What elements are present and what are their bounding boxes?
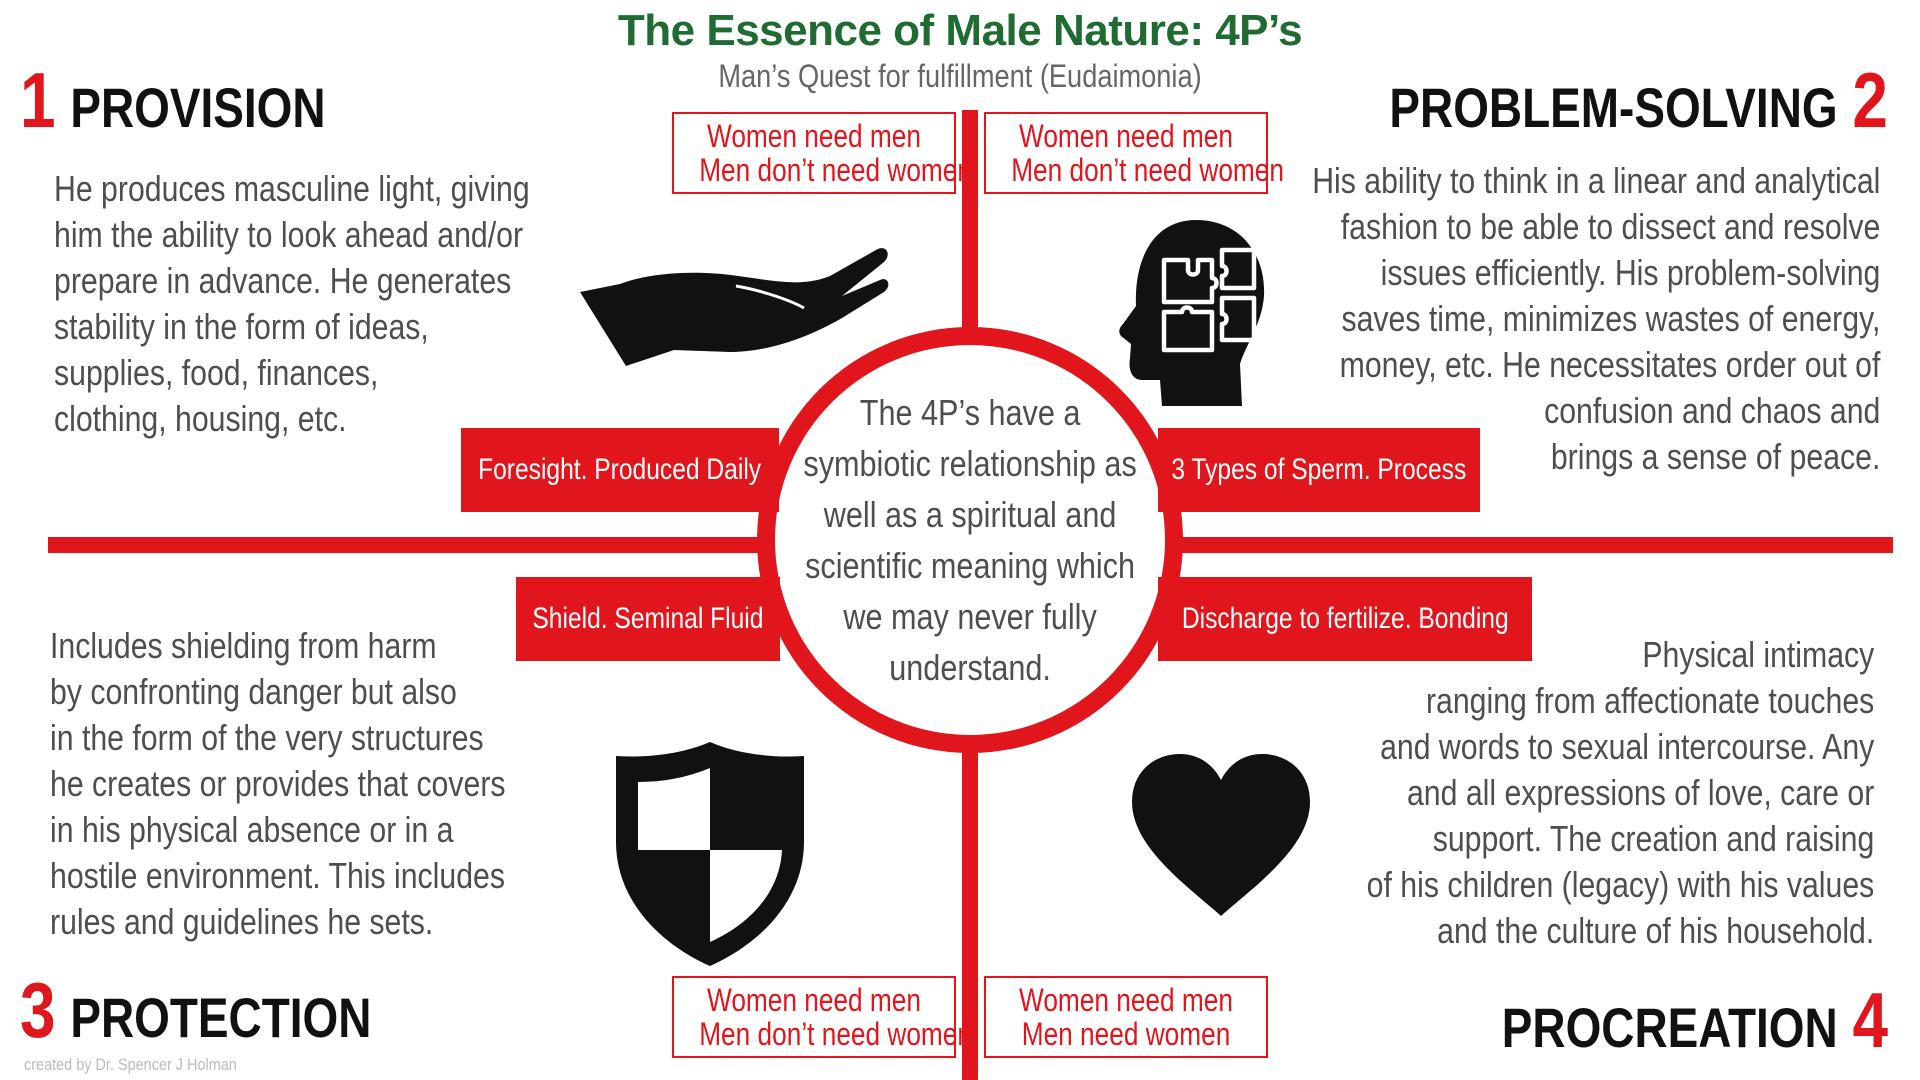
problem-solving-description: His ability to think in a linear and ana… [1311, 160, 1880, 477]
vertical-divider-top [962, 110, 978, 340]
heading-provision: 1 PROVISION [20, 55, 326, 146]
center-line: we may never fully [843, 596, 1097, 637]
center-line: scientific meaning which [805, 545, 1135, 586]
number-3: 3 [20, 966, 56, 1054]
center-circle: The 4P’s have a symbiotic relationship a… [775, 345, 1165, 735]
center-line: understand. [889, 647, 1051, 688]
provision-description: He produces masculine light, giving him … [54, 168, 530, 439]
center-line: well as a spiritual and [823, 494, 1117, 535]
page-subtitle: Man’s Quest for fulfillment (Eudaimonia) [718, 58, 1202, 94]
procreation-label: Discharge to fertilize. Bonding [1158, 577, 1532, 661]
title-procreation: PROCREATION [1501, 996, 1838, 1059]
heart-icon [1130, 752, 1312, 918]
procreation-description: Physical intimacy ranging from affection… [1366, 634, 1874, 951]
center-line: symbiotic relationship as [803, 443, 1137, 484]
hand-icon [580, 240, 890, 370]
provision-label: Foresight. Produced Daily [461, 428, 779, 512]
heading-procreation: PROCREATION 4 [1502, 975, 1888, 1066]
head-puzzle-icon [1118, 218, 1268, 408]
number-1: 1 [20, 56, 56, 144]
title-provision: PROVISION [70, 76, 326, 139]
title-protection: PROTECTION [70, 986, 372, 1049]
number-4: 4 [1852, 976, 1888, 1064]
center-line: The 4P’s have a [859, 392, 1081, 433]
page-title: The Essence of Male Nature: 4P’s [617, 6, 1303, 55]
protection-description: Includes shielding from harm by confront… [50, 625, 506, 942]
number-2: 2 [1852, 56, 1888, 144]
problem-solving-label: 3 Types of Sperm. Process [1158, 428, 1480, 512]
heading-protection: 3 PROTECTION [20, 965, 371, 1056]
credit-text: created by Dr. Spencer J Holman [24, 1055, 237, 1074]
title-problem-solving: PROBLEM-SOLVING [1389, 76, 1838, 139]
heading-problem-solving: PROBLEM-SOLVING 2 [1390, 55, 1888, 146]
vertical-divider-bottom [962, 740, 978, 1080]
center-text: The 4P’s have a symbiotic relationship a… [803, 387, 1136, 693]
shield-icon [612, 738, 808, 970]
protection-label: Shield. Seminal Fluid [516, 577, 780, 661]
